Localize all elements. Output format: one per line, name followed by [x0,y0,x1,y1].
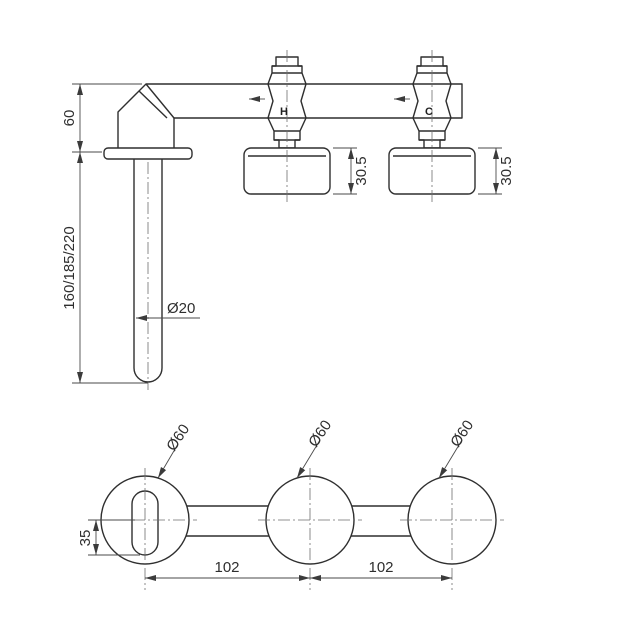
spout-tube-rounded-end [133,367,163,383]
dim-left-flange-leader [157,443,179,479]
elbow-joint-line [138,90,168,119]
dim-middle-flange-leader [296,439,321,479]
front-elevation-view: Ø60 Ø60 Ø60 35 102 102 [77,417,504,590]
dim-right-flange-diameter: Ø60 [438,417,477,479]
cold-label: C [425,106,433,118]
cold-valve-assembly: C [388,50,476,204]
dim-60: 60 [61,83,142,153]
dim-middle-flange-diameter: Ø60 [296,417,335,479]
side-elevation-view: H C 60 160/185/220 [61,50,515,390]
dim-left-spacing: 102 [145,559,310,581]
dim-tube-diameter: Ø20 [136,300,200,321]
dim-right-flange-text: Ø60 [447,417,477,450]
dim-60-text: 60 [61,110,78,127]
dim-middle-flange-text: Ø60 [305,417,335,450]
pipe-and-spout-body [117,83,463,148]
front-view-centerlines [93,468,504,590]
dim-left-trim-depth: 30.5 [333,147,370,195]
wall-flange-side [103,147,193,160]
connecting-bars [186,505,411,537]
dim-spout-drop-text: 35 [77,530,94,547]
dim-right-spacing: 102 [310,559,452,581]
dim-right-trim-depth: 30.5 [478,147,515,195]
spout-tube [133,159,163,383]
dim-left-spacing-text: 102 [214,559,239,576]
hot-label: H [280,106,288,118]
dim-left-trim-text: 30.5 [353,156,370,185]
dim-right-spacing-text: 102 [368,559,393,576]
dim-right-trim-text: 30.5 [498,156,515,185]
elbow-miter-line [145,83,175,119]
dim-projection: 160/185/220 [61,152,148,384]
dim-left-flange-text: Ø60 [163,421,193,454]
dim-spout-drop: 35 [77,519,140,556]
dim-left-flange-diameter: Ø60 [157,421,193,479]
dim-right-flange-leader [438,439,463,479]
dim-tube-text: Ø20 [167,300,195,317]
hot-valve-assembly: H [243,50,331,204]
dim-projection-text: 160/185/220 [61,226,78,309]
